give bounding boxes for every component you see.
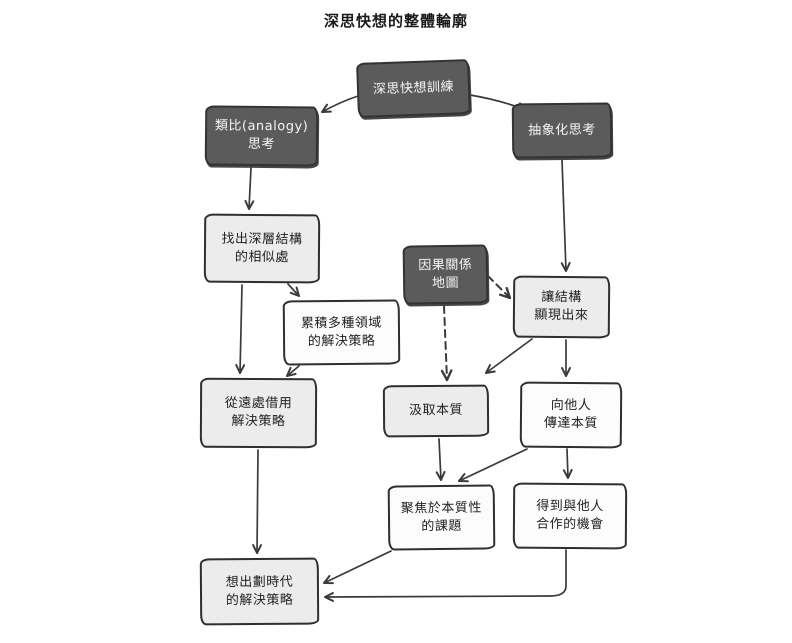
arrow-extract-to-focus (435, 438, 446, 481)
node-cooperation-label: 得到與他人 合作的機會 (536, 499, 604, 533)
node-convey-essence-label: 向他人 傳達本質 (543, 398, 598, 432)
arrow-focus-to-breakthrough (323, 550, 392, 585)
node-cooperation: 得到與他人 合作的機會 (512, 482, 628, 550)
node-find-similar: 找出深層結構 的相似處 (203, 213, 321, 284)
page-title: 深思快想的整體輪廓 (323, 12, 468, 30)
node-abstraction: 抽象化思考 (511, 102, 613, 159)
arrow-find-similar-to-accumulate (287, 283, 300, 297)
node-training-label: 深思快想訓練 (372, 79, 455, 98)
node-causal-map-label: 因果關係 地圖 (418, 257, 473, 291)
arrow-reveal-to-extract (485, 338, 533, 374)
arrow-accumulate-to-borrow (286, 365, 300, 377)
node-reveal-structure-label: 讓結構 顯現出來 (534, 290, 589, 324)
node-analogy: 類比(analogy) 思考 (204, 105, 319, 167)
node-breakthrough: 想出劃時代 的解決策略 (199, 557, 320, 626)
arrow-analogy-to-find-similar (244, 167, 255, 210)
arrow-training-to-analogy (321, 95, 359, 113)
arrow-abstraction-to-reveal (560, 159, 571, 272)
node-borrow: 從遠處借用 解決策略 (199, 377, 318, 449)
node-find-similar-label: 找出深層結構 的相似處 (221, 231, 303, 265)
arrow-causal-to-extract (440, 305, 453, 382)
arrow-borrow-to-breakthrough (252, 449, 263, 554)
arrow-convey-to-cooperation (562, 448, 573, 479)
node-borrow-label: 從遠處借用 解決策略 (224, 396, 293, 430)
arrow-convey-to-focus (458, 448, 528, 483)
node-focus-essential: 聚焦於本質性 的課題 (387, 484, 496, 551)
node-accumulate-label: 累積多種領域 的解決策略 (300, 315, 382, 349)
node-causal-map: 因果關係 地圖 (402, 244, 489, 305)
node-accumulate: 累積多種領域 的解決策略 (282, 299, 401, 366)
node-convey-essence: 向他人 傳達本質 (519, 381, 623, 449)
node-reveal-structure: 讓結構 顯現出來 (512, 275, 611, 339)
arrow-causal-to-reveal (487, 275, 512, 300)
node-analogy-label: 類比(analogy) 思考 (214, 118, 309, 153)
arrow-find-similar-to-borrow (235, 284, 246, 374)
node-training: 深思快想訓練 (356, 59, 471, 118)
node-focus-essential-label: 聚焦於本質性 的課題 (400, 500, 482, 534)
node-abstraction-label: 抽象化思考 (528, 122, 596, 139)
arrow-cooperation-to-breakthrough (324, 549, 567, 602)
node-extract-essence: 汲取本質 (382, 384, 490, 438)
node-extract-essence-label: 汲取本質 (408, 403, 464, 419)
node-breakthrough-label: 想出劃時代 的解決策略 (225, 574, 294, 608)
